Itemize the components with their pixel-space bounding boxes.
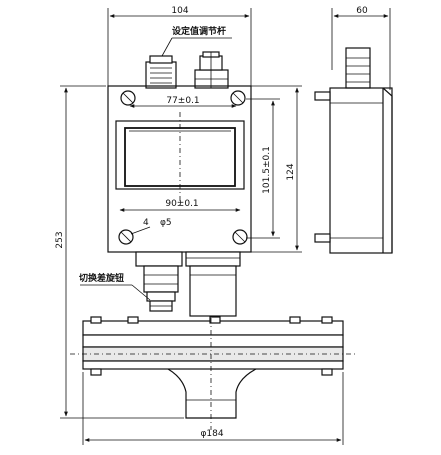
setpoint-rod-label: 设定值调节杆 <box>172 25 226 37</box>
lower-neck <box>167 368 257 419</box>
corner-screw-tl <box>120 90 136 106</box>
window-top-dim: 77±0.1 <box>166 96 199 106</box>
mount-tab-top <box>314 91 331 101</box>
cable-gland-fitting <box>194 51 229 89</box>
setpoint-leader <box>161 37 173 57</box>
outer-height-dim: 124 <box>286 163 296 180</box>
hole-diameter: φ5 <box>160 218 172 228</box>
mount-tab-bottom <box>314 233 331 243</box>
total-height-dim: 253 <box>55 231 65 248</box>
diaphragm-flange <box>70 316 356 376</box>
setpoint-adjust-rod <box>145 55 177 89</box>
corner-screw-br <box>232 229 248 245</box>
front-view: 104 设定值调节杆 <box>55 6 356 445</box>
bottom-boss-right <box>185 251 241 267</box>
switch-diff-knob <box>143 265 179 312</box>
side-view: 60 <box>314 6 393 254</box>
width-side-dim: 60 <box>356 6 368 16</box>
knob-leader <box>131 284 151 301</box>
window-bottom-dim: 90±0.1 <box>165 199 198 209</box>
process-stem <box>189 265 237 317</box>
corner-screw-bl <box>118 229 134 245</box>
inner-height-dim: 101.5±0.1 <box>262 146 272 194</box>
bottom-boss-left <box>135 251 183 267</box>
switch-knob-label: 切换差旋钮 <box>79 272 124 284</box>
main-housing <box>107 85 252 253</box>
hole-count: 4 <box>143 218 149 228</box>
flange-dia-dim: φ184 <box>200 429 223 439</box>
width-main-dim: 104 <box>171 6 188 16</box>
corner-screw-tr <box>230 90 246 106</box>
side-fitting <box>345 47 371 89</box>
